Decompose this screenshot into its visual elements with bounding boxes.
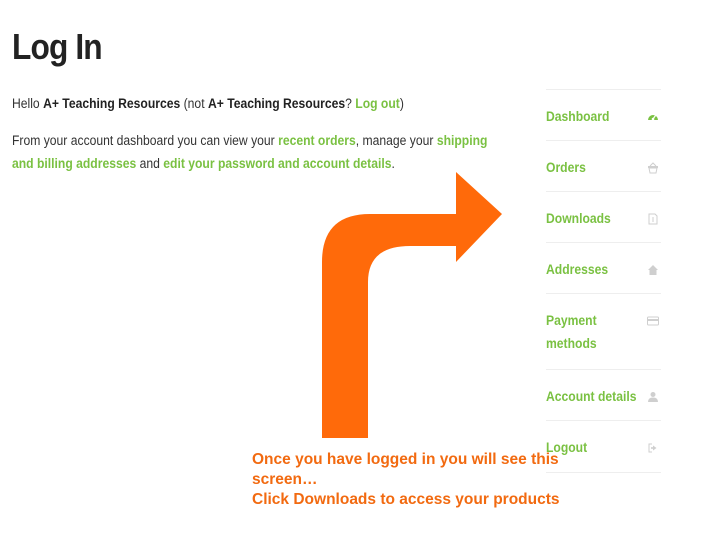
dashboard-intro: From your account dashboard you can view… bbox=[12, 133, 488, 171]
nav-item-addresses[interactable]: Addresses bbox=[546, 242, 661, 294]
nav-item-orders[interactable]: Orders bbox=[546, 140, 661, 192]
basket-icon bbox=[647, 161, 659, 174]
instruction-caption: Once you have logged in you will see thi… bbox=[252, 450, 632, 510]
nav-item-downloads[interactable]: Downloads bbox=[546, 191, 661, 243]
page-title: Log In bbox=[12, 26, 103, 67]
recent-orders-link[interactable]: recent orders bbox=[278, 133, 356, 148]
logout-link[interactable]: Log out bbox=[355, 96, 400, 111]
nav-label: Downloads bbox=[546, 211, 611, 226]
nav-label: Dashboard bbox=[546, 109, 610, 124]
nav-label: Orders bbox=[546, 160, 586, 175]
caption-line-2: screen… bbox=[252, 471, 318, 488]
nav-item-logout[interactable]: Logout bbox=[546, 420, 661, 473]
nav-label-line1: Payment bbox=[546, 313, 597, 328]
nav-label-line2: methods bbox=[546, 336, 597, 351]
billing-addresses-link[interactable]: and billing addresses bbox=[12, 156, 137, 171]
home-icon bbox=[647, 263, 659, 275]
user-icon bbox=[647, 390, 659, 402]
nav-item-payment-methods[interactable]: Payment methods bbox=[546, 293, 661, 370]
shipping-link[interactable]: shipping bbox=[436, 133, 488, 148]
dashboard-gauge-icon bbox=[647, 110, 659, 122]
caption-line-3: Click Downloads to access your products bbox=[252, 491, 560, 508]
nav-label: Logout bbox=[546, 440, 588, 455]
sign-out-icon bbox=[647, 441, 659, 453]
nav-label: Account details bbox=[546, 389, 637, 404]
username-again: A+ Teaching Resources bbox=[207, 96, 346, 111]
file-download-icon bbox=[647, 212, 659, 225]
credit-card-icon bbox=[647, 314, 659, 326]
nav-label: Addresses bbox=[546, 262, 609, 277]
nav-item-account-details[interactable]: Account details bbox=[546, 369, 661, 421]
caption-line-1: Once you have logged in you will see thi… bbox=[252, 451, 559, 468]
nav-item-dashboard[interactable]: Dashboard bbox=[546, 89, 661, 141]
username: A+ Teaching Resources bbox=[43, 96, 181, 111]
edit-account-link[interactable]: edit your password and account details bbox=[163, 156, 392, 171]
greeting-text: Hello A+ Teaching Resources (not A+ Teac… bbox=[12, 96, 404, 111]
